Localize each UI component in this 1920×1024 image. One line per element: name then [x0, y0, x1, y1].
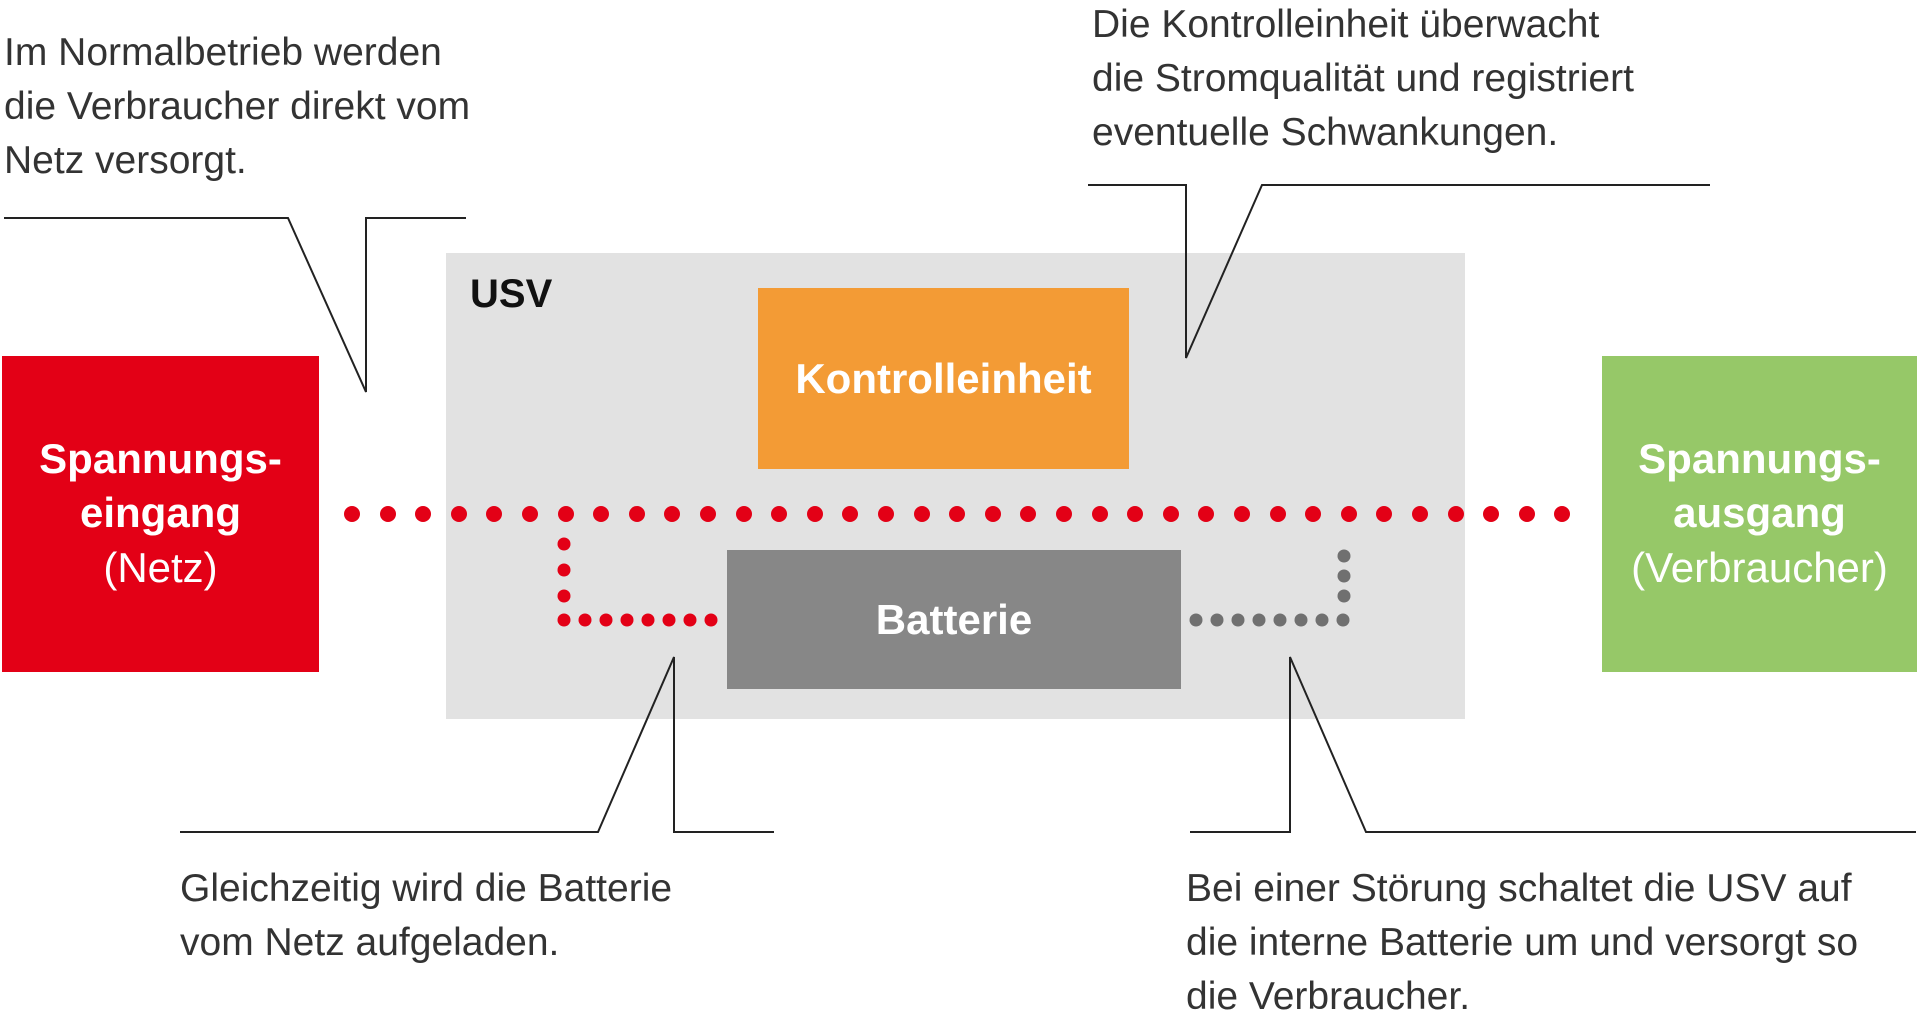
flow-dot: [1448, 506, 1464, 522]
battery-discharge-flow: [1189, 549, 1351, 627]
flow-dot: [1337, 589, 1351, 603]
flow-dot: [557, 537, 571, 551]
flow-dot: [1554, 506, 1570, 522]
annotation-line: Im Normalbetrieb werden: [4, 31, 442, 74]
flow-dot: [949, 506, 965, 522]
flow-dot: [557, 589, 571, 603]
flow-dot: [620, 613, 634, 627]
flow-dot: [1519, 506, 1535, 522]
flow-dot: [1092, 506, 1108, 522]
flow-dot: [662, 613, 676, 627]
flow-dot: [1234, 506, 1250, 522]
battery-label: Batterie: [875, 595, 1033, 643]
callout-line-fault: [1190, 656, 1916, 833]
annotation-line: die Stromqualität und registriert: [1092, 57, 1634, 100]
output-label-line2: ausgang: [1673, 489, 1846, 536]
flow-dot: [557, 563, 571, 577]
flow-dot: [641, 613, 655, 627]
flow-dot: [878, 506, 894, 522]
flow-dot: [1231, 613, 1245, 627]
flow-dot: [1337, 549, 1351, 563]
annotation-line: Netz versorgt.: [4, 139, 247, 182]
annotation-normal-operation: Im Normalbetrieb werden die Verbraucher …: [4, 26, 470, 188]
flow-dot: [985, 506, 1001, 522]
flow-dot: [1305, 506, 1321, 522]
output-label-line3: (Verbraucher): [1631, 544, 1888, 591]
flow-dot: [380, 506, 396, 522]
usv-label: USV: [470, 272, 553, 316]
flow-dot: [1315, 613, 1329, 627]
input-label-line3: (Netz): [103, 544, 218, 591]
flow-dot: [914, 506, 930, 522]
battery-box: Batterie: [727, 550, 1181, 689]
flow-dot: [599, 613, 613, 627]
annotation-line: die Verbraucher.: [1186, 975, 1471, 1018]
flow-dot: [415, 506, 431, 522]
annotation-line: vom Netz aufgeladen.: [180, 921, 560, 964]
voltage-output-box: Spannungs- ausgang (Verbraucher): [1602, 356, 1917, 672]
callout-line-charge: [180, 656, 774, 833]
battery-charge-flow: [557, 537, 718, 627]
annotation-line: Bei einer Störung schaltet die USV auf: [1186, 867, 1852, 910]
callout-line-control: [1088, 184, 1710, 359]
flow-dot: [557, 613, 571, 627]
flow-dot: [664, 506, 680, 522]
flow-dot: [1341, 506, 1357, 522]
input-label-line1: Spannungs-: [39, 435, 282, 482]
flow-dot: [1337, 569, 1351, 583]
annotation-battery-charging: Gleichzeitig wird die Batterie vom Netz …: [180, 862, 672, 970]
flow-dot: [1252, 613, 1266, 627]
flow-dot: [807, 506, 823, 522]
flow-dot: [1273, 613, 1287, 627]
flow-dot: [629, 506, 645, 522]
flow-dot: [1198, 506, 1214, 522]
flow-dot: [1020, 506, 1036, 522]
flow-dot: [451, 506, 467, 522]
flow-dot: [1412, 506, 1428, 522]
flow-dot: [771, 506, 787, 522]
control-unit-box: Kontrolleinheit: [758, 288, 1129, 469]
flow-dot: [1336, 613, 1350, 627]
input-label-line2: eingang: [79, 489, 241, 536]
annotation-control-unit: Die Kontrolleinheit überwacht die Stromq…: [1092, 0, 1634, 160]
flow-dot: [1376, 506, 1392, 522]
flow-dot: [1056, 506, 1072, 522]
main-power-flow: [344, 506, 1570, 522]
callout-line-normal: [4, 217, 466, 393]
annotation-line: die Verbraucher direkt vom: [4, 85, 471, 128]
output-label-line1: Spannungs-: [1638, 435, 1881, 482]
voltage-input-box: Spannungs- eingang (Netz): [2, 356, 319, 672]
annotation-line: Die Kontrolleinheit überwacht: [1092, 3, 1600, 46]
control-unit-label: Kontrolleinheit: [795, 354, 1092, 402]
annotation-line: die interne Batterie um und versorgt so: [1186, 921, 1859, 964]
flow-dot: [593, 506, 609, 522]
flow-dot: [344, 506, 360, 522]
flow-dot: [704, 613, 718, 627]
flow-dot: [486, 506, 502, 522]
flow-dot: [700, 506, 716, 522]
flow-dot: [1189, 613, 1203, 627]
flow-dot: [558, 506, 574, 522]
flow-dot: [578, 613, 592, 627]
flow-dot: [1163, 506, 1179, 522]
flow-dot: [1483, 506, 1499, 522]
flow-dot: [1270, 506, 1286, 522]
annotation-line: eventuelle Schwankungen.: [1092, 111, 1559, 154]
flow-dot: [842, 506, 858, 522]
flow-dot: [1210, 613, 1224, 627]
flow-dot: [522, 506, 538, 522]
annotation-fault-switchover: Bei einer Störung schaltet die USV auf d…: [1186, 862, 1858, 1024]
flow-dot: [683, 613, 697, 627]
flow-dot: [736, 506, 752, 522]
flow-dot: [1127, 506, 1143, 522]
annotation-line: Gleichzeitig wird die Batterie: [180, 867, 673, 910]
flow-dot: [1294, 613, 1308, 627]
